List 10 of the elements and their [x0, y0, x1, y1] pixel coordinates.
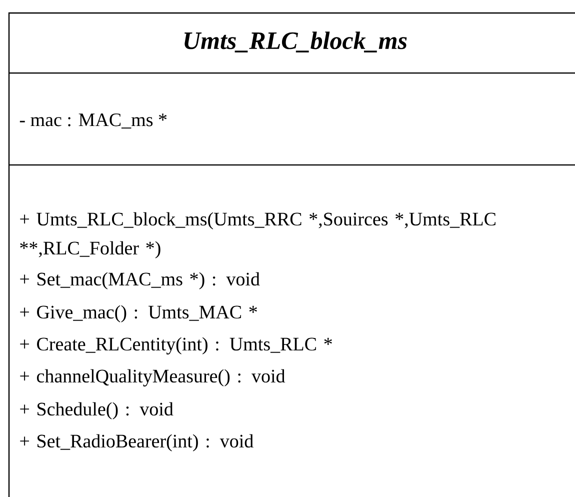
- attribute-text: - mac : MAC_ms *: [20, 113, 167, 128]
- method-text: + Create_RLCentity(int) : Umts_RLC *: [20, 337, 332, 354]
- class-box: [8, 12, 575, 497]
- method-text: + Schedule() : void: [20, 402, 174, 420]
- method-text: + Set_RadioBearer(int) : void: [20, 434, 254, 452]
- class-name: Umts_RLC_block_ms: [184, 32, 407, 52]
- method-text: + channelQualityMeasure() : void: [20, 369, 286, 386]
- method-text: + Umts_RLC_block_ms(Umts_RRC *,Souirces *,Umts_RLC **,RLC_Folder *): [20, 212, 496, 258]
- method-text: + Set_mac(MAC_ms *) : void: [20, 272, 260, 290]
- method-text: + Give_mac() : Umts_MAC *: [20, 305, 257, 322]
